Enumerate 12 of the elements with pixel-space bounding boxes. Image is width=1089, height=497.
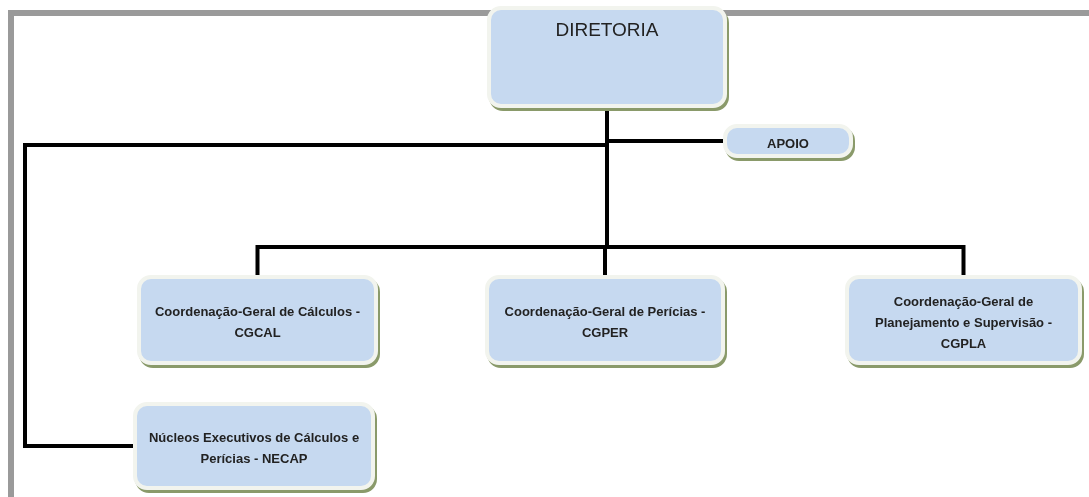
- org-unit-box: [485, 275, 725, 365]
- unit-name: DIRETORIA: [555, 18, 659, 42]
- unit-name: Coordenação-Geral de Cálculos - CGCAL: [153, 303, 362, 342]
- org-unit-box: [845, 275, 1082, 365]
- org-unit-box: [137, 275, 378, 365]
- unit-name: APOIO: [767, 134, 809, 153]
- org-unit-box: [723, 124, 853, 158]
- org-unit-box: [133, 402, 375, 490]
- unit-name: Núcleos Executivos de Cálculos e Perícias - NECAP: [147, 429, 361, 468]
- unit-name: Coordenação-Geral de Perícias - CGPER: [503, 303, 707, 342]
- unit-name: Coordenação-Geral de Planejamento e Supervisão - CGPLA: [874, 292, 1053, 353]
- org-unit-box: [487, 6, 727, 108]
